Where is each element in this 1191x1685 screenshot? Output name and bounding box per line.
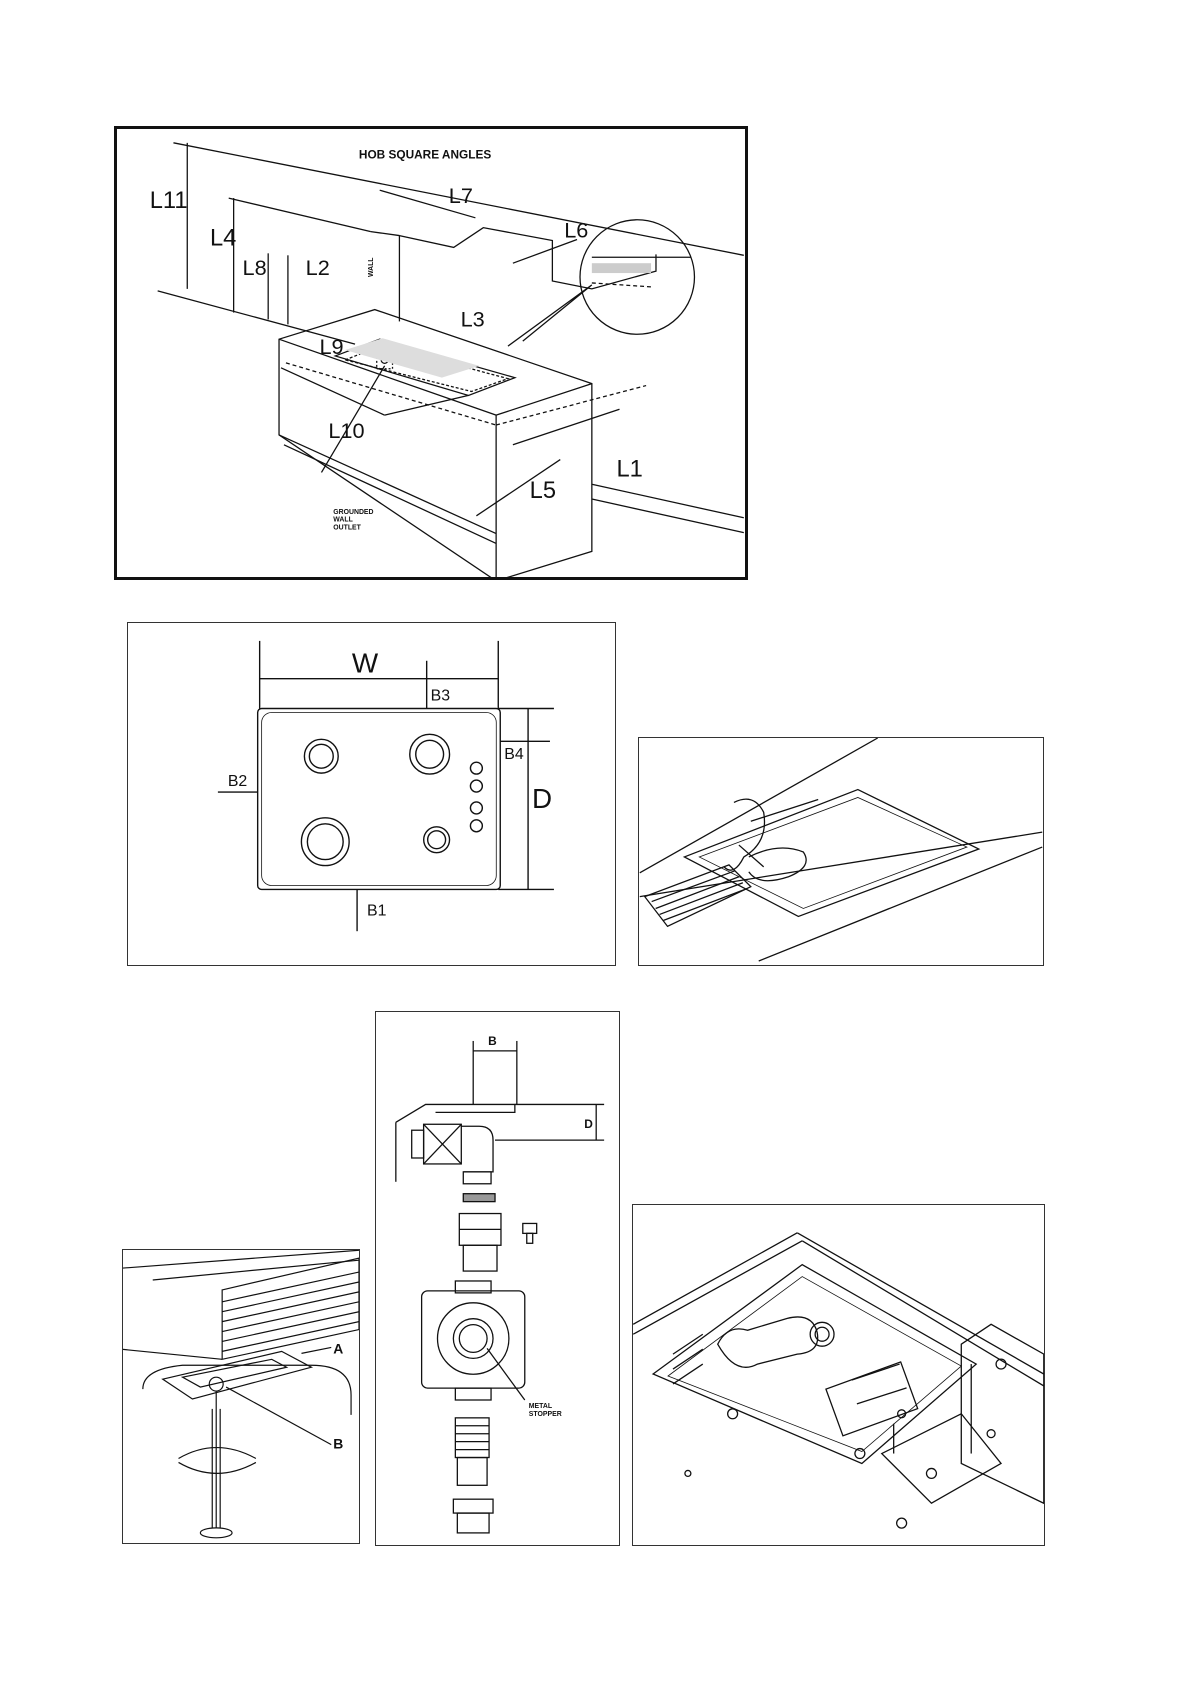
seal-application-drawing (639, 738, 1043, 965)
label-b2: B2 (228, 773, 248, 790)
label-l6: L6 (564, 218, 588, 243)
hob-underside-drawing (633, 1205, 1044, 1545)
label-l10: L10 (328, 418, 364, 443)
label-metal: METAL (529, 1403, 553, 1410)
hob-underside-illustration (632, 1204, 1045, 1546)
hob-square-angles-diagram: HOB SQUARE ANGLES L11 L4 L8 L2 L7 L6 L3 … (114, 126, 748, 580)
label-b3: B3 (431, 688, 451, 705)
label-d: D (584, 1117, 593, 1131)
label-b: B (333, 1436, 343, 1452)
label-w: W (352, 648, 379, 679)
label-b: B (488, 1034, 497, 1048)
label-l2: L2 (306, 255, 330, 280)
label-stopper: STOPPER (529, 1411, 562, 1418)
gas-connection-diagram: B D METAL STOPPER (375, 1011, 620, 1546)
label-a: A (333, 1340, 343, 1356)
label-l9: L9 (319, 334, 343, 359)
hob-square-angles-drawing: HOB SQUARE ANGLES L11 L4 L8 L2 L7 L6 L3 … (117, 129, 745, 577)
hob-top-view-diagram: W D B3 B4 B2 B1 (127, 622, 616, 966)
label-outlet-line-2: WALL (333, 517, 353, 524)
seal-application-illustration (638, 737, 1044, 966)
label-l7: L7 (449, 183, 473, 208)
label-l8: L8 (243, 255, 267, 280)
label-b1: B1 (367, 902, 387, 919)
fixing-bracket-drawing: A B (123, 1250, 359, 1543)
fixing-bracket-illustration: A B (122, 1249, 360, 1544)
label-l5: L5 (530, 478, 556, 504)
label-l4: L4 (210, 225, 236, 251)
label-l3: L3 (461, 306, 485, 331)
label-outlet-line-3: OUTLET (333, 525, 361, 532)
label-l11: L11 (150, 188, 188, 214)
label-outlet-line-1: GROUNDED (333, 509, 373, 516)
label-d: D (532, 783, 552, 814)
hob-top-view-drawing: W D B3 B4 B2 B1 (128, 623, 615, 965)
label-l1: L1 (617, 456, 643, 482)
label-b4: B4 (504, 746, 524, 763)
label-wall: WALL (368, 257, 375, 277)
hob-square-angles-title: HOB SQUARE ANGLES (359, 148, 491, 162)
gas-connection-drawing: B D METAL STOPPER (376, 1012, 619, 1545)
